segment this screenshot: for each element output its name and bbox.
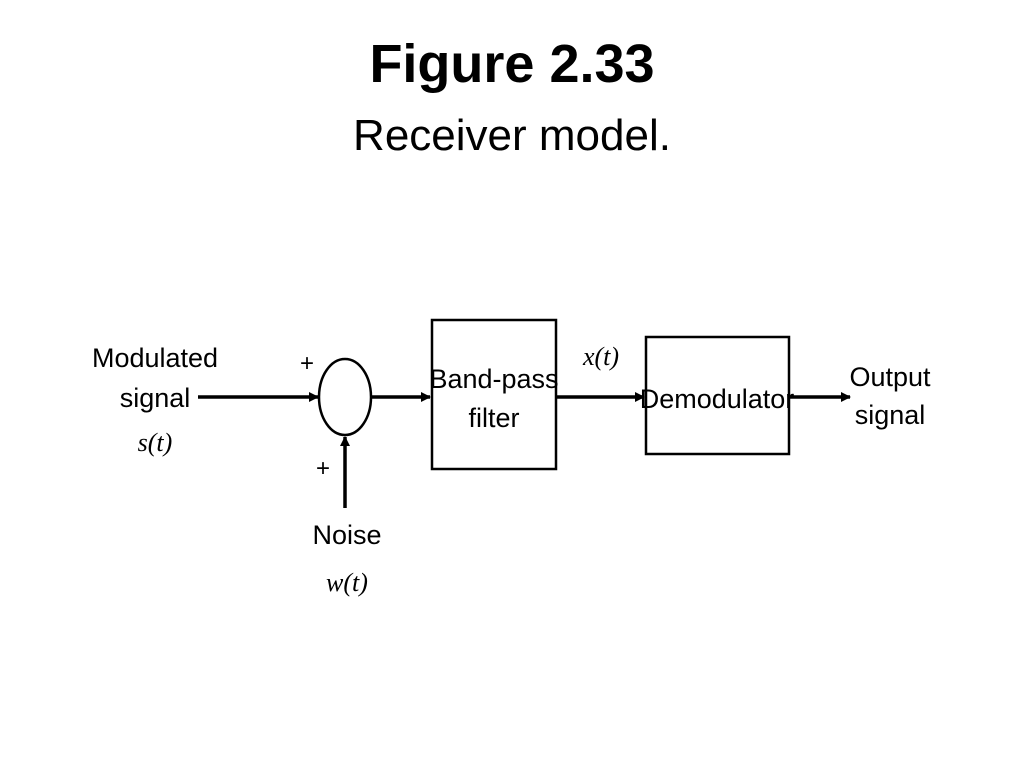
demodulator-label: Demodulator (640, 384, 795, 414)
noise-label: Noise (312, 520, 381, 550)
noise-signal-symbol: w(t) (326, 568, 368, 597)
summing-junction (317, 357, 373, 437)
bandpass-label-line1: Band-pass (429, 364, 558, 394)
figure-title: Figure 2.33 (369, 34, 655, 94)
summer-bottom-plus-sign: + (316, 455, 330, 482)
input-label-line1: Modulated (92, 343, 218, 373)
output-label-line1: Output (849, 362, 931, 392)
bandpass-filter-block (430, 318, 558, 471)
input-label-line2: signal (120, 383, 191, 413)
input-signal-symbol: s(t) (138, 428, 173, 457)
summer-top-plus-sign: + (300, 350, 314, 377)
intermediate-signal-symbol: x(t) (582, 342, 619, 371)
output-label-line2: signal (855, 400, 926, 430)
bandpass-label-line2: filter (468, 403, 519, 433)
figure-caption: Receiver model. (353, 111, 671, 160)
